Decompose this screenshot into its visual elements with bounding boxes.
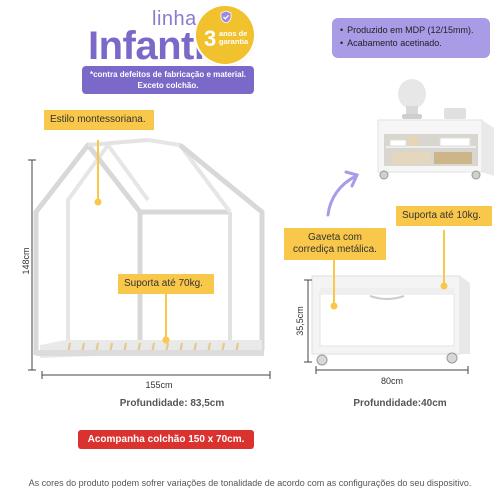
drawer-support-callout: Suporta até 10kg. xyxy=(396,206,492,226)
spec-finish: Acabamento acetinado. xyxy=(340,37,482,50)
mattress-note: Acompanha colchão 150 x 70cm. xyxy=(78,430,254,449)
spec-box: Produzido em MDP (12/15mm). Acabamento a… xyxy=(332,18,490,58)
defects-note: *contra defeitos de fabricação e materia… xyxy=(82,66,254,94)
drawer-dimension-lines xyxy=(304,279,469,374)
drawer-height-label: 35,5cm xyxy=(295,306,305,336)
bed-height-label: 148cm xyxy=(21,247,31,275)
rolling-drawer xyxy=(311,275,470,366)
curved-arrow xyxy=(326,170,360,217)
bed-depth-label: Profundidade: 83,5cm xyxy=(119,398,225,409)
bed-support-callout: Suporta até 70kg. xyxy=(118,274,214,294)
drawer-width-label: 80cm xyxy=(380,376,403,386)
drawer-depth-label: Profundidade:40cm xyxy=(353,398,447,409)
style-callout: Estilo montessoriana. xyxy=(44,110,154,130)
drawer-callout-connectors xyxy=(333,230,445,306)
house-bed-frame xyxy=(33,138,265,355)
nightstand xyxy=(377,79,494,180)
brand-line: linha xyxy=(152,8,197,30)
drawer-slide-callout: Gaveta com corrediça metálica. xyxy=(284,228,386,260)
bed-callout-connectors xyxy=(97,140,167,340)
spec-material: Produzido em MDP (12/15mm). xyxy=(340,24,482,37)
bed-base xyxy=(36,340,264,358)
warranty-text: anos de garantia xyxy=(219,29,249,46)
brand-name: Infantil xyxy=(88,24,216,68)
warranty-years: 3 xyxy=(204,26,217,51)
bed-dimension-lines xyxy=(28,159,271,379)
color-disclaimer: As cores do produto podem sofrer variaçõ… xyxy=(28,478,472,488)
bed-width-label: 155cm xyxy=(145,380,173,390)
shield-check-icon xyxy=(220,10,232,24)
